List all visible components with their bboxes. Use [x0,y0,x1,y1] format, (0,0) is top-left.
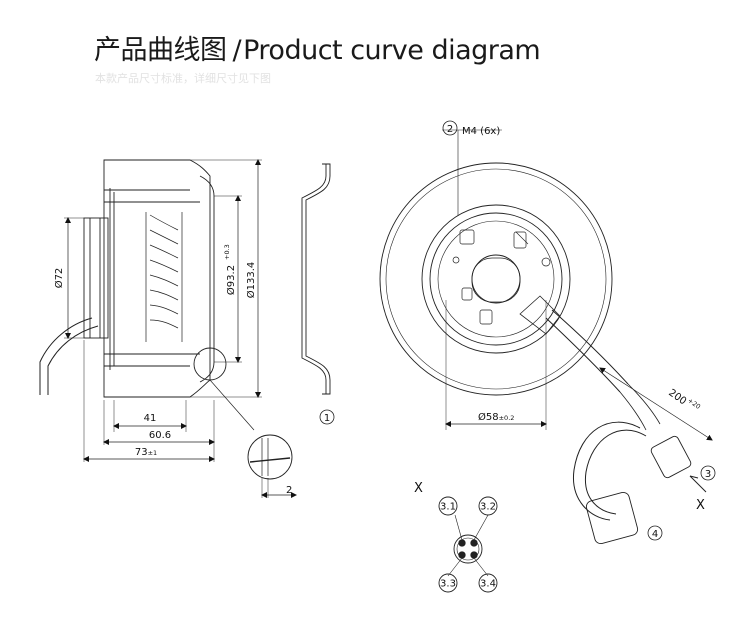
title-separator: / [232,35,242,66]
dim-cable-length-group: 200 +20 [666,387,702,410]
page-subtitle: 本款产品尺寸标准，详细尺寸见下图 [95,72,271,85]
dim-inlet-diameter-group: Ø93.2 +0.3 [223,244,237,295]
callout-4: 4 [652,529,658,540]
pin-3-3: 3.3 [440,579,456,590]
dim-depth-2: 60.6 [149,430,171,441]
pin-3-4: 3.4 [480,579,496,590]
connector-view [438,496,498,593]
detail-dim: 2 [286,485,292,496]
callout-2: 2 [447,124,453,135]
dim-bolt-circle: Ø58±0.2 [478,411,514,423]
side-view-dimensions: Ø72 Ø93.2 +0.3 Ø133.4 41 60.6 73±1 2 [53,244,292,496]
dim-cable-tolerance: +20 [686,396,702,410]
callout-3: 3 [705,469,711,480]
front-view [379,120,716,545]
dim-outer-diameter: Ø133.4 [245,262,257,299]
front-view-labels: 2 M4 (6x) Ø58±0.2 200 +20 3 4 X [447,124,711,540]
dim-overall-value: 73 [135,447,148,458]
dim-overall: 73±1 [135,447,157,458]
dim-depth-1: 41 [144,413,157,424]
dim-inlet-diameter: Ø93.2 [225,265,237,295]
side-view [39,159,297,498]
pin-3-2: 3.2 [480,502,496,513]
title-cn: 产品曲线图 [94,35,227,66]
thread-label: M4 (6x) [462,126,500,137]
dim-cable-length: 200 [666,387,688,407]
section-x-label: X [696,498,705,513]
inlet-ring-callout: 1 [324,413,330,424]
title-en: Product curve diagram [243,35,541,66]
connector-x-label: X [414,481,423,496]
dim-inlet-tolerance: +0.3 [223,244,231,260]
inlet-ring-view [301,163,335,425]
dim-hub-diameter: Ø72 [53,268,65,289]
dim-overall-tolerance: ±1 [148,449,158,457]
dim-bolt-tolerance: ±0.2 [499,414,515,422]
page-title: 产品曲线图/Product curve diagram [94,28,541,67]
connector-labels: X 3.1 3.2 3.3 3.4 [414,481,496,590]
pin-3-1: 3.1 [440,502,456,513]
dim-bolt-circle-value: Ø58 [478,411,499,423]
